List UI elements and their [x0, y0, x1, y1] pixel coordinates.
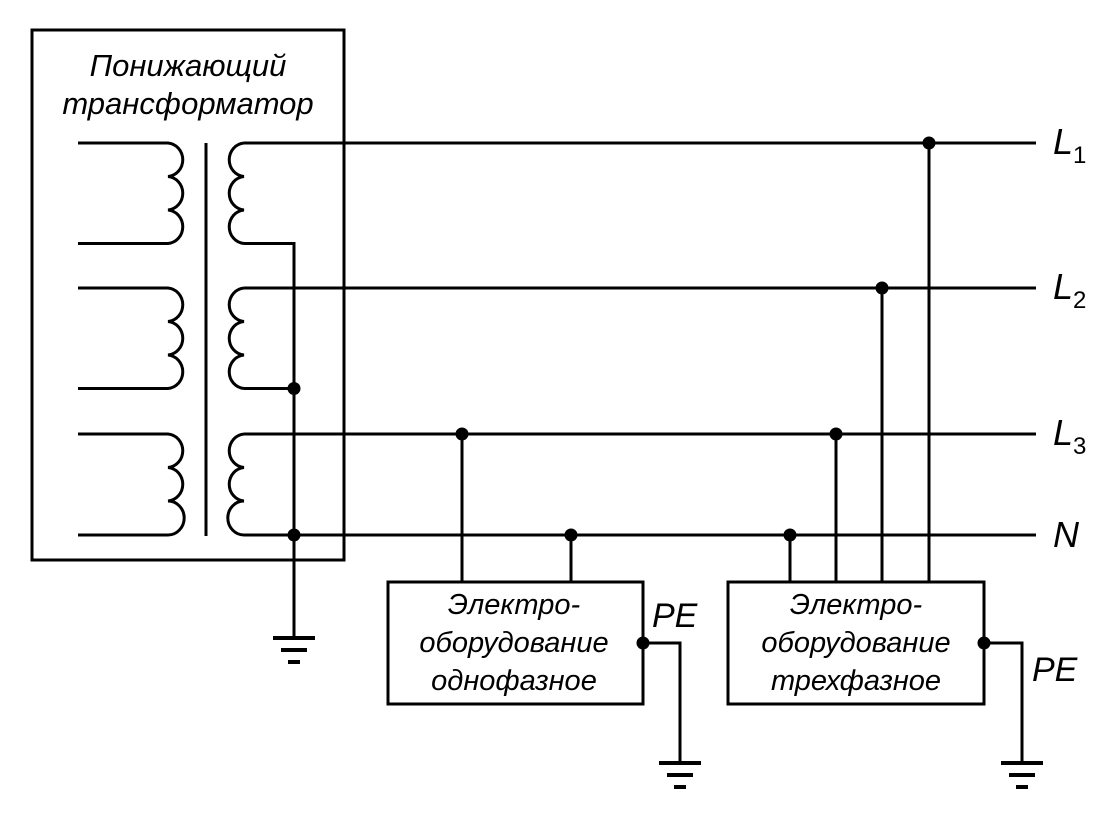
ground-icon-single-phase — [659, 761, 701, 789]
junction-dot — [829, 427, 843, 441]
junction-dot — [977, 636, 991, 650]
single-phase-label-line3: однофазное — [431, 665, 597, 697]
junction-dot — [922, 136, 936, 150]
primary-winding-3 — [78, 432, 186, 537]
single-phase-pe-wire — [643, 641, 682, 762]
secondary-winding-1 — [227, 141, 245, 245]
three-phase-label-line2: оборудование — [761, 627, 950, 659]
junction-dot — [875, 281, 889, 295]
primary-winding-2 — [78, 286, 185, 390]
ground-icon-transformer — [273, 636, 315, 664]
junction-dot — [783, 528, 797, 542]
transformer-box — [30, 28, 346, 562]
junction-dot — [636, 636, 650, 650]
junction-dot — [287, 528, 301, 542]
primary-winding-1 — [78, 141, 185, 245]
star-connection — [244, 242, 296, 535]
transformer-label-line2: трансформатор — [62, 86, 313, 121]
single-phase-label-line2: оборудование — [419, 627, 608, 659]
three-phase-pe-label: PE — [1032, 651, 1078, 689]
label-L2: L2 — [1053, 266, 1086, 314]
label-N: N — [1053, 514, 1080, 555]
junction-dot — [287, 382, 301, 395]
junction-dot — [564, 528, 578, 542]
label-L3: L3 — [1053, 412, 1086, 460]
single-phase-label-line1: Электро- — [448, 589, 580, 621]
single-phase-pe-label: PE — [652, 597, 698, 635]
junction-dot — [455, 427, 469, 441]
three-phase-pe-wire — [984, 641, 1024, 762]
label-L1: L1 — [1053, 121, 1086, 169]
transformer-label-line1: Понижающий — [90, 48, 287, 83]
three-phase-label-line3: трехфазное — [771, 665, 941, 697]
three-phase-label-line1: Электро- — [790, 589, 922, 621]
secondary-winding-3 — [226, 432, 245, 537]
secondary-winding-2 — [227, 286, 245, 390]
ground-icon-three-phase — [1001, 761, 1043, 789]
